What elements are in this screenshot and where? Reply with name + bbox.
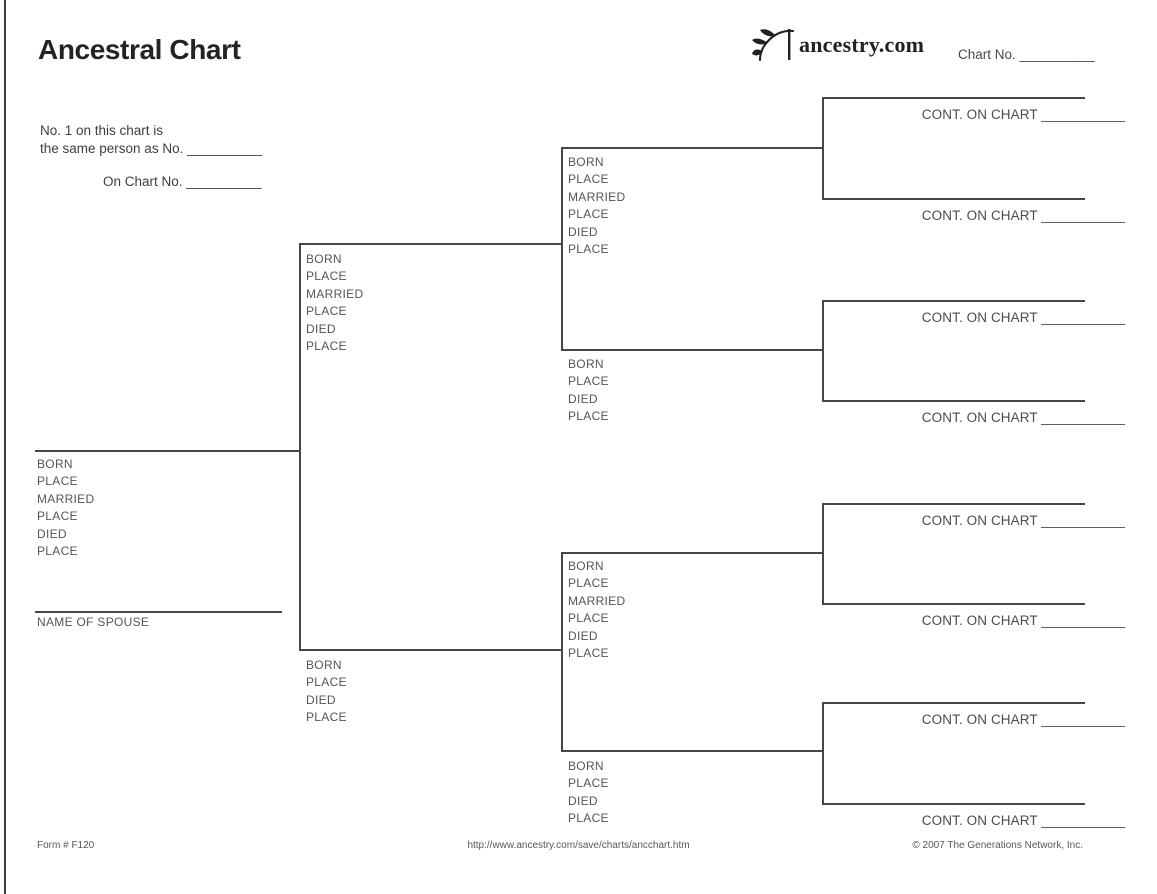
field-label: PLACE	[37, 544, 78, 559]
chart-no-field: Chart No. __________	[958, 47, 1095, 62]
field-label: BORN	[37, 457, 73, 471]
field-label: PLACE	[306, 675, 347, 690]
person1-fields: BORN PLACE MARRIED PLACE DIED PLACE	[37, 456, 94, 560]
field-label: PLACE	[568, 207, 609, 222]
maternal-grandparents-bracket-line	[561, 552, 563, 751]
great-grandparent-8-line	[822, 803, 1085, 805]
maternal-grandfather-line	[561, 552, 822, 554]
spouse-name-line	[35, 611, 282, 613]
field-label: PLACE	[568, 172, 609, 187]
field-label: PLACE	[568, 374, 609, 389]
field-label: PLACE	[568, 811, 609, 826]
field-label: PLACE	[306, 339, 347, 354]
great-grandparent-1-line	[822, 97, 1085, 99]
field-label: BORN	[306, 658, 342, 672]
great-grandparent-5-line	[822, 503, 1085, 505]
footer-url: http://www.ancestry.com/save/charts/ancc…	[467, 840, 690, 851]
field-label: PLACE	[568, 576, 609, 591]
cont-on-chart-3: CONT. ON CHART ___________	[921, 310, 1125, 325]
father-name-line	[299, 243, 561, 245]
maternal-grandmother-fields: BORN PLACE DIED PLACE	[568, 758, 609, 828]
cont-on-chart-8: CONT. ON CHART ___________	[921, 813, 1125, 828]
maternal-grandmother-line	[561, 750, 822, 752]
cont-on-chart-2: CONT. ON CHART ___________	[921, 208, 1125, 223]
great-grandparent-7-line	[822, 702, 1085, 704]
field-label: BORN	[568, 155, 604, 169]
field-label: DIED	[306, 692, 336, 707]
chart-reference-note: No. 1 on this chart is the same person a…	[40, 122, 262, 191]
great-grandparents-bracket-2	[822, 300, 824, 401]
field-label: MARRIED	[568, 593, 626, 608]
note-line-1: No. 1 on this chart is	[40, 123, 164, 138]
field-label: PLACE	[568, 242, 609, 257]
field-label: PLACE	[568, 646, 609, 661]
field-label: MARRIED	[306, 286, 364, 301]
field-label: PLACE	[37, 474, 78, 489]
field-label: BORN	[568, 559, 604, 573]
great-grandparent-3-line	[822, 300, 1085, 302]
person1-name-line	[35, 450, 299, 452]
great-grandparents-bracket-3	[822, 503, 824, 604]
ancestry-leaf-icon	[752, 29, 795, 62]
field-label: BORN	[568, 357, 604, 371]
father-fields: BORN PLACE MARRIED PLACE DIED PLACE	[306, 251, 363, 355]
field-label: BORN	[306, 252, 342, 266]
field-label: DIED	[568, 391, 598, 406]
great-grandparents-bracket-4	[822, 702, 824, 804]
field-label: PLACE	[306, 710, 347, 725]
field-label: DIED	[568, 224, 598, 239]
note-line-2: the same person as No. __________	[40, 140, 263, 156]
footer-copyright: © 2007 The Generations Network, Inc.	[912, 840, 1083, 851]
mother-name-line	[299, 649, 561, 651]
field-label: DIED	[37, 526, 67, 541]
note-line-3: On Chart No. __________	[103, 174, 262, 189]
field-label: PLACE	[568, 776, 609, 791]
field-label: MARRIED	[37, 491, 95, 506]
field-label: DIED	[568, 628, 598, 643]
field-label: PLACE	[306, 269, 347, 284]
form-number: Form # F120	[37, 840, 95, 851]
mother-fields: BORN PLACE DIED PLACE	[306, 657, 347, 727]
maternal-grandfather-fields: BORN PLACE MARRIED PLACE DIED PLACE	[568, 558, 625, 662]
field-label: PLACE	[568, 611, 609, 626]
paternal-grandparents-bracket-line	[561, 147, 563, 350]
cont-on-chart-6: CONT. ON CHART ___________	[921, 613, 1125, 628]
parents-bracket-line	[299, 243, 301, 650]
field-label: PLACE	[306, 304, 347, 319]
ancestry-logo-text: ancestry.com	[799, 32, 925, 57]
page-title: Ancestral Chart	[38, 34, 241, 65]
paternal-grandmother-fields: BORN PLACE DIED PLACE	[568, 356, 609, 426]
paternal-grandmother-line	[561, 349, 822, 351]
great-grandparents-bracket-1	[822, 97, 824, 199]
spouse-name-label: NAME OF SPOUSE	[37, 615, 150, 629]
paternal-grandfather-line	[561, 147, 822, 149]
field-label: PLACE	[568, 409, 609, 424]
field-label: DIED	[306, 321, 336, 336]
cont-on-chart-4: CONT. ON CHART ___________	[921, 410, 1125, 425]
ancestry-logo: ancestry.com	[751, 28, 924, 62]
great-grandparent-4-line	[822, 400, 1085, 402]
great-grandparent-6-line	[822, 603, 1085, 605]
great-grandparent-2-line	[822, 198, 1085, 200]
field-label: BORN	[568, 759, 604, 773]
field-label: DIED	[568, 793, 598, 808]
page-edge-line	[4, 0, 6, 894]
paternal-grandfather-fields: BORN PLACE MARRIED PLACE DIED PLACE	[568, 154, 625, 258]
cont-on-chart-5: CONT. ON CHART ___________	[921, 513, 1125, 528]
field-label: PLACE	[37, 509, 78, 524]
field-label: MARRIED	[568, 189, 626, 204]
cont-on-chart-1: CONT. ON CHART ___________	[921, 107, 1125, 122]
cont-on-chart-7: CONT. ON CHART ___________	[921, 712, 1125, 727]
